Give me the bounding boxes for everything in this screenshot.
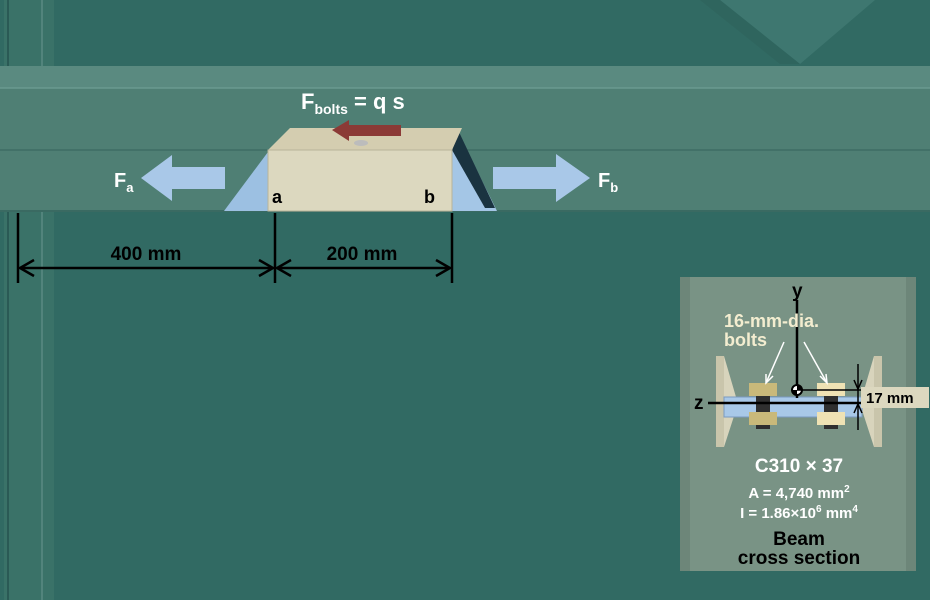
section-inertia: I = 1.86×106 mm4 (740, 504, 858, 522)
force-b-arrow (493, 154, 590, 202)
section-area: A = 4,740 mm2 (748, 484, 850, 502)
plate-front (267, 149, 453, 212)
background-gusset (720, 0, 875, 64)
plate-top (268, 128, 462, 150)
bolt-head (354, 140, 368, 146)
bolt-label-line1: 16-mm-dia. (724, 311, 819, 331)
caption-line2: cross section (738, 548, 861, 569)
section-name: C310 × 37 (755, 456, 843, 477)
offset-label-box (861, 387, 929, 408)
dimension-200: 200 mm (327, 244, 398, 265)
y-axis-label: y (792, 281, 803, 302)
dimension-400: 400 mm (111, 244, 182, 265)
beam-top-flange (0, 66, 930, 88)
force-a-arrow (141, 155, 225, 201)
offset-label: 17 mm (866, 390, 914, 407)
force-b-label: Fb (598, 170, 618, 195)
bolt-force-arrow (332, 120, 401, 141)
caption-line1: Beam (773, 529, 825, 550)
plate-side-left (224, 152, 268, 211)
z-axis-label: z (694, 393, 704, 414)
bolt-label-line2: bolts (724, 330, 767, 350)
cross-section-inset: 17 mm 16-mm-dia. bolts y z C310 × 37 A =… (680, 277, 929, 571)
point-b-label: b (424, 187, 435, 207)
force-a-label: Fa (114, 170, 134, 195)
point-a-label: a (272, 187, 283, 207)
dimension-lines (16, 213, 454, 283)
bolt-force-formula: Fbolts = q s (301, 89, 405, 117)
